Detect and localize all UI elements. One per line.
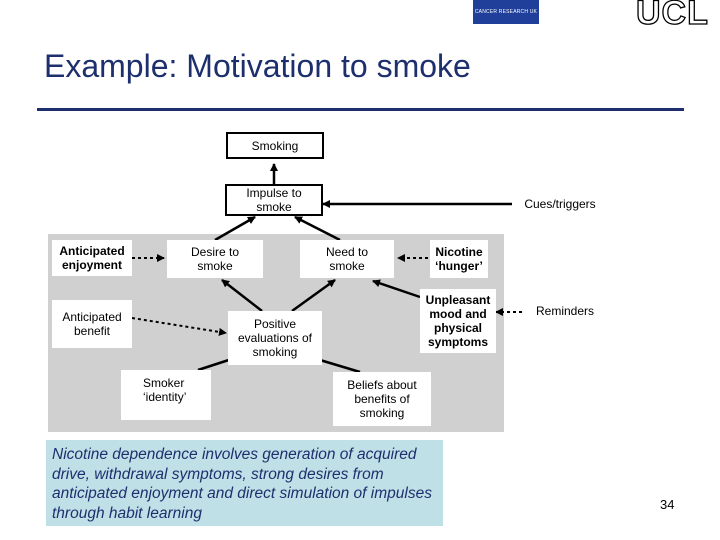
- node-anticipated-benefit-label: Anticipated benefit: [62, 310, 122, 338]
- ucl-logo: UCL: [635, 0, 709, 33]
- arrow-desire-impulse: [214, 215, 256, 242]
- node-smoking-label: Smoking: [251, 138, 299, 153]
- node-anticipated-enjoyment: Anticipated enjoyment: [52, 240, 132, 276]
- arrow-positive-desire: [221, 279, 263, 312]
- node-reminders: Reminders: [523, 296, 607, 326]
- node-beliefs-label: Beliefs about benefits of smoking: [347, 378, 417, 420]
- arrow-unpleasant-need: [372, 279, 421, 299]
- node-impulse: Impulse to smoke: [225, 184, 323, 216]
- slide-title: Example: Motivation to smoke: [44, 48, 471, 84]
- node-beliefs: Beliefs about benefits of smoking: [333, 372, 431, 426]
- node-anticipated-enjoyment-label: Anticipated enjoyment: [59, 244, 125, 272]
- node-anticipated-benefit: Anticipated benefit: [52, 300, 132, 348]
- node-cues: Cues/triggers: [513, 191, 607, 217]
- node-desire: Desire to smoke: [167, 240, 263, 278]
- cancer-research-logo-text: CANCER RESEARCH UK: [474, 9, 538, 15]
- summary-note: Nicotine dependence involves generation …: [46, 440, 443, 526]
- node-reminders-label: Reminders: [535, 304, 595, 318]
- node-nicotine-hunger-label: Nicotine ‘hunger’: [435, 245, 483, 273]
- node-nicotine-hunger: Nicotine ‘hunger’: [430, 240, 488, 278]
- node-smoker-identity: Smoker ‘identity’: [121, 370, 211, 420]
- node-smoker-identity-label: Smoker ‘identity’: [143, 376, 187, 404]
- node-positive-evaluations-label: Positive evaluations of smoking: [237, 317, 313, 359]
- arrow-benefit-positive: [131, 317, 227, 336]
- arrow-need-impulse: [294, 215, 341, 242]
- node-cues-label: Cues/triggers: [524, 197, 596, 211]
- node-impulse-label: Impulse to smoke: [246, 186, 302, 214]
- node-desire-label: Desire to smoke: [190, 245, 240, 273]
- title-rule: [37, 108, 684, 111]
- node-need: Need to smoke: [300, 240, 394, 278]
- node-need-label: Need to smoke: [325, 245, 369, 273]
- node-positive-evaluations: Positive evaluations of smoking: [228, 311, 322, 365]
- arrow-positive-need: [291, 278, 336, 313]
- node-smoking: Smoking: [226, 132, 324, 159]
- cancer-research-logo: CANCER RESEARCH UK: [473, 0, 539, 24]
- node-unpleasant: Unpleasant mood and physical symptoms: [420, 289, 496, 353]
- page-number: 34: [660, 497, 675, 512]
- node-unpleasant-label: Unpleasant mood and physical symptoms: [425, 293, 491, 349]
